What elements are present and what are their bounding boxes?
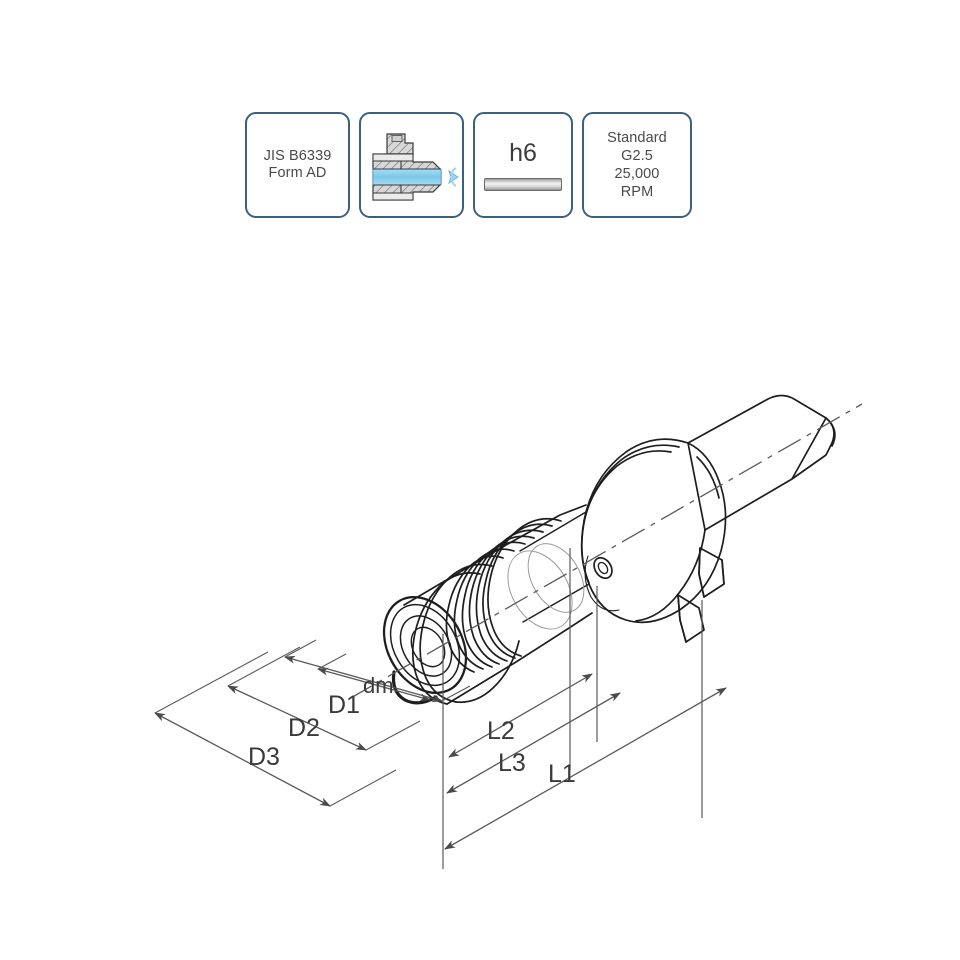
- standard-badge-label: JIS B6339 Form AD: [263, 148, 332, 181]
- label-d1: D1: [328, 691, 360, 719]
- diameter-dimensions: [154, 639, 471, 807]
- ground-shaft-icon: [484, 177, 562, 191]
- coolant-through-section-icon: [372, 133, 459, 201]
- tolerance-badge-label: h6: [509, 138, 537, 167]
- holder-body-geometry: [382, 394, 836, 705]
- specification-badge-strip: JIS B6339 Form AD: [245, 112, 692, 218]
- coolant-badge[interactable]: [359, 112, 464, 218]
- dim-line-d1: [284, 655, 443, 703]
- length-dimensions: [442, 548, 727, 869]
- label-dm: dm: [363, 673, 394, 698]
- axis-centerline: [348, 403, 863, 700]
- label-d2: D2: [288, 714, 320, 742]
- balance-badge-label: Standard G2.5 25,000 RPM: [607, 130, 667, 200]
- balance-badge[interactable]: Standard G2.5 25,000 RPM: [582, 112, 692, 218]
- dimension-labels: dm D1 D2 D3 L2 L3 L1: [248, 673, 576, 788]
- label-l2: L2: [487, 717, 515, 745]
- tolerance-badge[interactable]: h6: [473, 112, 573, 218]
- label-d3: D3: [248, 743, 280, 771]
- standard-badge[interactable]: JIS B6339 Form AD: [245, 112, 350, 218]
- dim-line-l1: [444, 687, 727, 850]
- label-l3: L3: [498, 749, 526, 777]
- dim-line-d3: [154, 712, 331, 807]
- label-l1: L1: [548, 760, 576, 788]
